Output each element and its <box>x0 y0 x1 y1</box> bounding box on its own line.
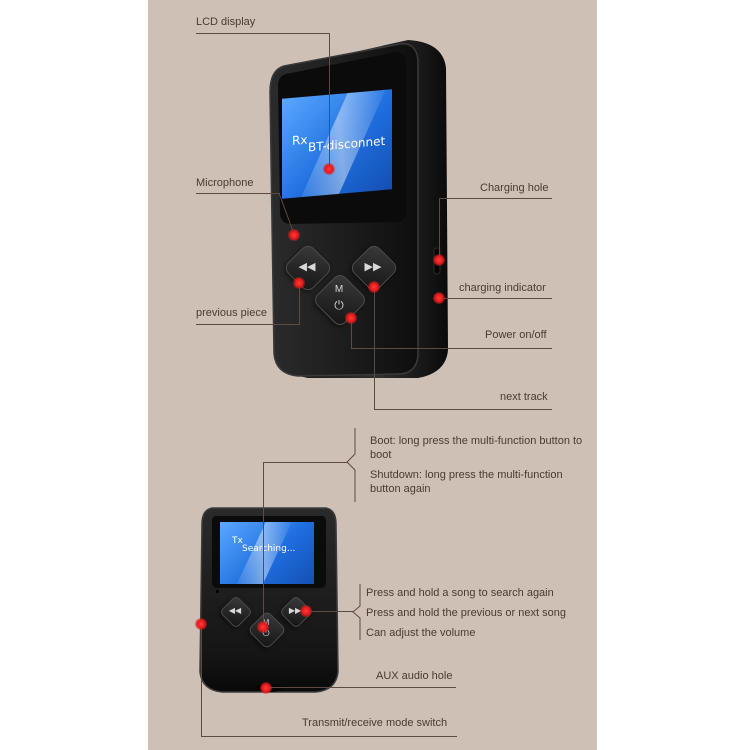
label-aux-hole: AUX audio hole <box>376 670 453 682</box>
callout-line-charging-v <box>439 198 440 260</box>
callout-line-boot-v <box>263 462 264 627</box>
callout-line-indicator-h <box>440 298 552 299</box>
marker-lcd <box>323 163 335 175</box>
marker-power-bottom <box>257 621 269 633</box>
callout-line-charging-h <box>439 198 552 199</box>
device-top: Rx BT-disconnet ◀◀ ▶▶ M ⏻ <box>268 38 450 380</box>
microphone-hole-bottom <box>216 590 219 593</box>
label-power-on-off: Power on/off <box>485 329 547 341</box>
device-bottom: Tx Searching... ◀◀ ▶▶ M ⏻ <box>198 504 340 694</box>
callout-line-mic-diag <box>278 192 295 235</box>
power-icon-bottom: ⏻ <box>262 628 270 638</box>
callout-line-mode-v <box>201 624 202 736</box>
fast-forward-icon-bottom: ▶▶ <box>288 606 302 615</box>
marker-previous <box>293 277 305 289</box>
multi-function-button-label: M <box>334 284 344 295</box>
callout-bracket-hold <box>352 584 361 640</box>
lcd-mode-text-bottom: Tx <box>232 536 243 546</box>
callout-line-next-v <box>374 287 375 409</box>
callout-line-lcd-h <box>196 33 329 34</box>
label-press-hold-prev-next: Press and hold the previous or next song <box>366 607 566 619</box>
callout-line-next-h <box>374 409 552 410</box>
callout-line-mode-h <box>201 736 457 737</box>
label-lcd-display: LCD display <box>196 16 256 28</box>
label-charging-indicator: charging indicator <box>459 282 546 294</box>
marker-charging-hole <box>433 254 445 266</box>
callout-line-prev-v <box>299 283 300 325</box>
lcd-mode-text: Rx <box>292 132 308 148</box>
label-adjust-volume: Can adjust the volume <box>366 627 476 639</box>
label-microphone: Microphone <box>196 177 254 189</box>
rewind-icon: ◀◀ <box>298 261 316 273</box>
label-charging-hole: Charging hole <box>480 182 549 194</box>
callout-bracket-boot <box>346 428 356 502</box>
label-previous-piece: previous piece <box>196 307 267 319</box>
marker-aux <box>260 682 272 694</box>
callout-line-power-h <box>351 348 552 349</box>
callout-line-aux-h <box>266 687 456 688</box>
marker-mode-switch <box>195 618 207 630</box>
callout-line-prev-h <box>196 324 299 325</box>
label-shutdown: Shutdown: long press the multi-function … <box>370 469 563 495</box>
label-next-track: next track <box>500 391 548 403</box>
lcd-status-text-bottom: Searching... <box>242 544 296 554</box>
lcd-screen-top: Rx BT-disconnet <box>282 89 392 199</box>
power-icon: ⏻ <box>334 298 344 312</box>
callout-line-lcd-v <box>329 33 330 169</box>
callout-line-hold-h <box>306 611 353 612</box>
label-press-hold-search: Press and hold a song to search again <box>366 587 554 599</box>
rewind-icon-bottom: ◀◀ <box>228 606 242 615</box>
lcd-screen-bottom: Tx Searching... <box>220 522 314 584</box>
callout-line-boot-h <box>263 462 348 463</box>
marker-microphone <box>288 229 300 241</box>
fast-forward-icon: ▶▶ <box>364 261 382 273</box>
callout-line-mic-h <box>196 193 280 194</box>
callout-line-power-v <box>351 318 352 348</box>
label-mode-switch: Transmit/receive mode switch <box>302 717 448 729</box>
label-boot: Boot: long press the multi-function butt… <box>370 435 583 461</box>
marker-charging-indicator <box>433 292 445 304</box>
marker-power <box>345 312 357 324</box>
marker-next <box>368 281 380 293</box>
marker-next-bottom <box>300 605 312 617</box>
